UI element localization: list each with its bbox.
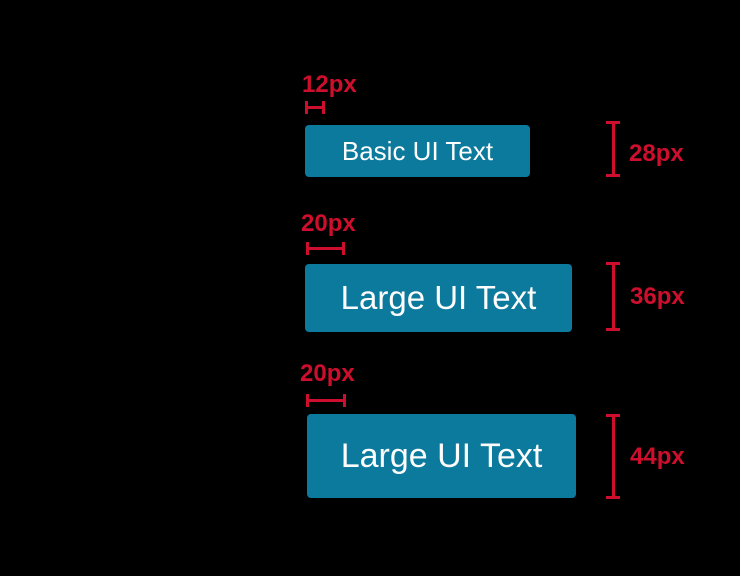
height-measure-bracket bbox=[606, 414, 620, 499]
height-measure-bracket bbox=[606, 262, 620, 331]
padding-width-label: 20px bbox=[301, 210, 356, 237]
padding-width-label: 20px bbox=[300, 360, 355, 387]
button-height-label: 44px bbox=[630, 442, 685, 470]
button-label: Basic UI Text bbox=[341, 135, 494, 166]
large-ui-text-button[interactable]: Large UI Text bbox=[305, 264, 572, 332]
basic-ui-text-button[interactable]: Basic UI Text bbox=[305, 125, 530, 177]
button-height-label: 36px bbox=[630, 282, 685, 310]
button-label: Large UI Text bbox=[340, 436, 543, 475]
button-height-label: 28px bbox=[629, 140, 684, 167]
padding-width-label: 12px bbox=[302, 71, 357, 98]
button-label: Large UI Text bbox=[340, 279, 537, 316]
height-measure-bracket bbox=[606, 121, 620, 177]
padding-measure-bracket bbox=[305, 101, 325, 114]
padding-measure-bracket bbox=[306, 394, 346, 407]
large-ui-text-button[interactable]: Large UI Text bbox=[307, 414, 576, 498]
padding-measure-bracket bbox=[306, 242, 345, 255]
